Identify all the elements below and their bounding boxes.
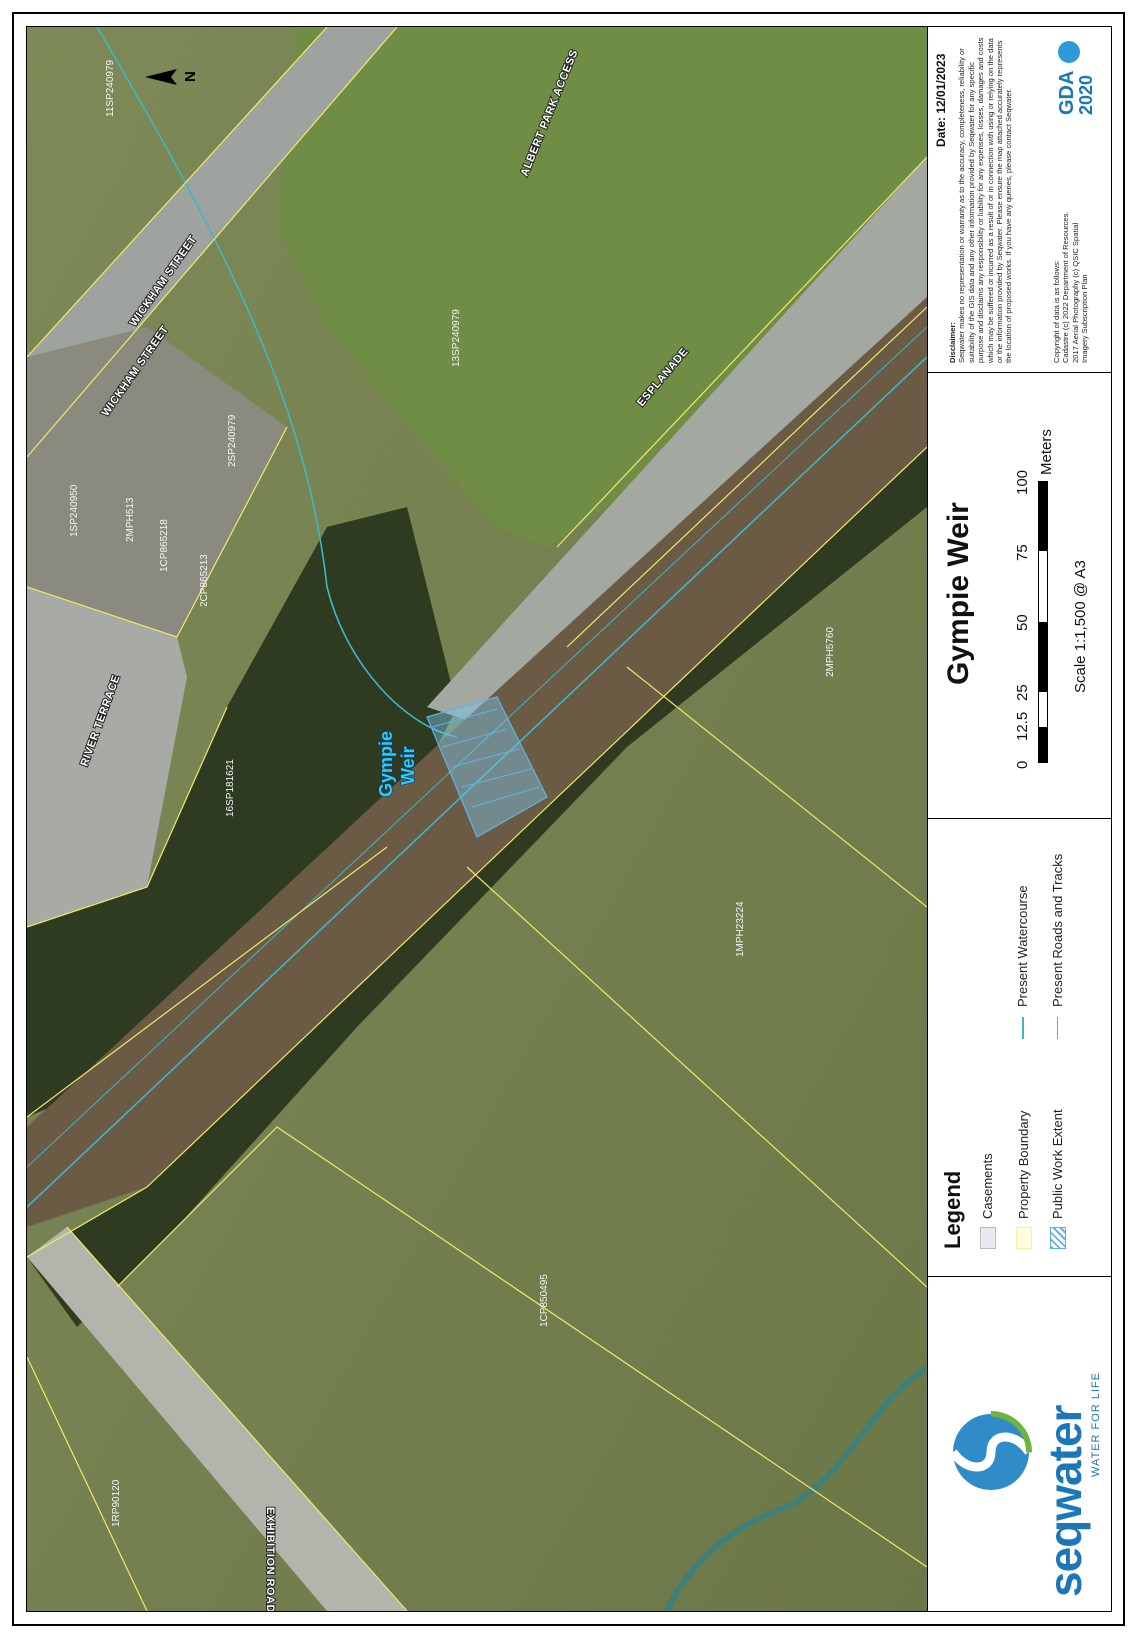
logo-cell: seqwater WATER FOR LIFE — [928, 1277, 1112, 1613]
disclaimer-cell: Date: 12/01/2023 Disclaimer: Seqwater ma… — [928, 27, 1112, 373]
north-arrow: N — [145, 69, 199, 85]
parcel-label: 11SP240979 — [105, 59, 116, 117]
parcel-label: 1CP850495 — [539, 1274, 550, 1327]
scale-tick-25: 25 — [1014, 684, 1031, 701]
seqwater-tagline: WATER FOR LIFE — [1090, 1371, 1102, 1477]
legend-title: Legend — [940, 1170, 965, 1249]
public-work-extent — [426, 696, 548, 838]
scale-unit: Meters — [1038, 429, 1055, 475]
gda-year: 2020 — [1076, 74, 1096, 115]
legend-swatch-roads — [1057, 1017, 1058, 1039]
parcel-label: 1SP240950 — [69, 484, 80, 537]
esplanade-road — [427, 157, 927, 727]
tree-belt-south — [27, 447, 927, 1327]
creek — [664, 1364, 927, 1611]
watercourse-line-2 — [27, 356, 927, 1208]
legend-cell: Legend Casements Property Boundary Publi… — [928, 819, 1112, 1277]
seqwater-logo-icon — [949, 1411, 1033, 1493]
property-boundaries — [27, 27, 927, 1611]
copyright-line: 2017 Aerial Photography (c) QSIC Spatial — [1070, 222, 1080, 363]
tree-belt-north — [27, 507, 457, 1117]
river-terrace-area — [27, 587, 187, 927]
parcel-label: 2SP240979 — [227, 414, 238, 467]
gda-logo: GDA 2020 — [1056, 35, 1100, 115]
scale-tick-12-5: 12.5 — [1014, 711, 1031, 741]
copyright-line: Imagery Subscription Plan — [1080, 274, 1090, 363]
disclaimer-title: Disclaimer: — [948, 322, 957, 363]
sports-field — [277, 27, 927, 547]
legend-label-watercourse: Present Watercourse — [1015, 885, 1030, 1007]
legend-swatch-public-work-extent — [1050, 1227, 1066, 1249]
scale-bar — [1038, 481, 1048, 763]
seqwater-brand: seqwater — [1039, 1405, 1091, 1597]
svg-text:Weir: Weir — [398, 746, 418, 785]
copyright-title: Copyright of data is as follows: — [1052, 260, 1061, 363]
weir-label: Gympie Weir — [375, 730, 418, 797]
svg-text:Gympie: Gympie — [376, 731, 396, 797]
legend-swatch-watercourse — [1022, 1017, 1024, 1039]
scale-ratio: Scale 1:1,500 @ A3 — [1072, 560, 1089, 693]
parcel-label: 1RP90120 — [111, 1479, 122, 1527]
parcel-label: 2MPH5760 — [825, 627, 836, 677]
globe-icon — [1058, 41, 1080, 63]
watercourse-line-3 — [27, 326, 927, 1168]
watercourse-line-1 — [96, 27, 458, 738]
scale-tick-100: 100 — [1014, 469, 1031, 495]
scale-tick-50: 50 — [1014, 614, 1031, 631]
parcel-label: 1CP865218 — [159, 519, 170, 572]
legend-swatch-property-boundary — [1016, 1227, 1032, 1249]
parcel-label: 2CP865213 — [199, 554, 210, 607]
scale-tick-0: 0 — [1014, 760, 1031, 769]
map-title: Gympie Weir — [942, 502, 975, 685]
copyright-line: Cadastre (c) 2022 Department of Resource… — [1061, 211, 1071, 363]
legend-label-casements: Casements — [980, 1153, 995, 1219]
title-cell: Gympie Weir 0 12.5 25 50 75 100 Meters S… — [928, 373, 1112, 819]
map-canvas: N WICKHAM STREET WICKHAM STREET ALBERT P… — [27, 27, 927, 1611]
side-panel: seqwater WATER FOR LIFE Legend Casements… — [928, 26, 1112, 1612]
parcel-label: 1MPH23224 — [735, 901, 746, 957]
scale-tick-75: 75 — [1014, 544, 1031, 561]
svg-text:N: N — [182, 71, 199, 82]
aerial-map[interactable]: N WICKHAM STREET WICKHAM STREET ALBERT P… — [26, 26, 928, 1612]
parcel-label: 16SP181621 — [225, 759, 236, 817]
road-label-exhibition: EXHIBITION ROAD — [264, 1507, 276, 1611]
legend-label-public-work-extent: Public Work Extent — [1050, 1109, 1065, 1219]
disclaimer-text: Seqwater makes no representation or warr… — [957, 37, 1014, 363]
map-date: Date: 12/01/2023 — [934, 53, 948, 147]
legend-label-roads: Present Roads and Tracks — [1050, 853, 1065, 1007]
town-blocks — [27, 327, 287, 637]
exhibition-road — [27, 1227, 407, 1611]
parcel-label: 13SP240979 — [451, 309, 462, 367]
copyright-block: Copyright of data is as follows: Cadastr… — [1052, 123, 1090, 363]
disclaimer-block: Disclaimer: Seqwater makes no representa… — [948, 33, 1014, 363]
parcel-label: 2MPH513 — [125, 497, 136, 542]
legend-swatch-casements — [980, 1227, 996, 1249]
legend-label-property-boundary: Property Boundary — [1016, 1110, 1031, 1219]
